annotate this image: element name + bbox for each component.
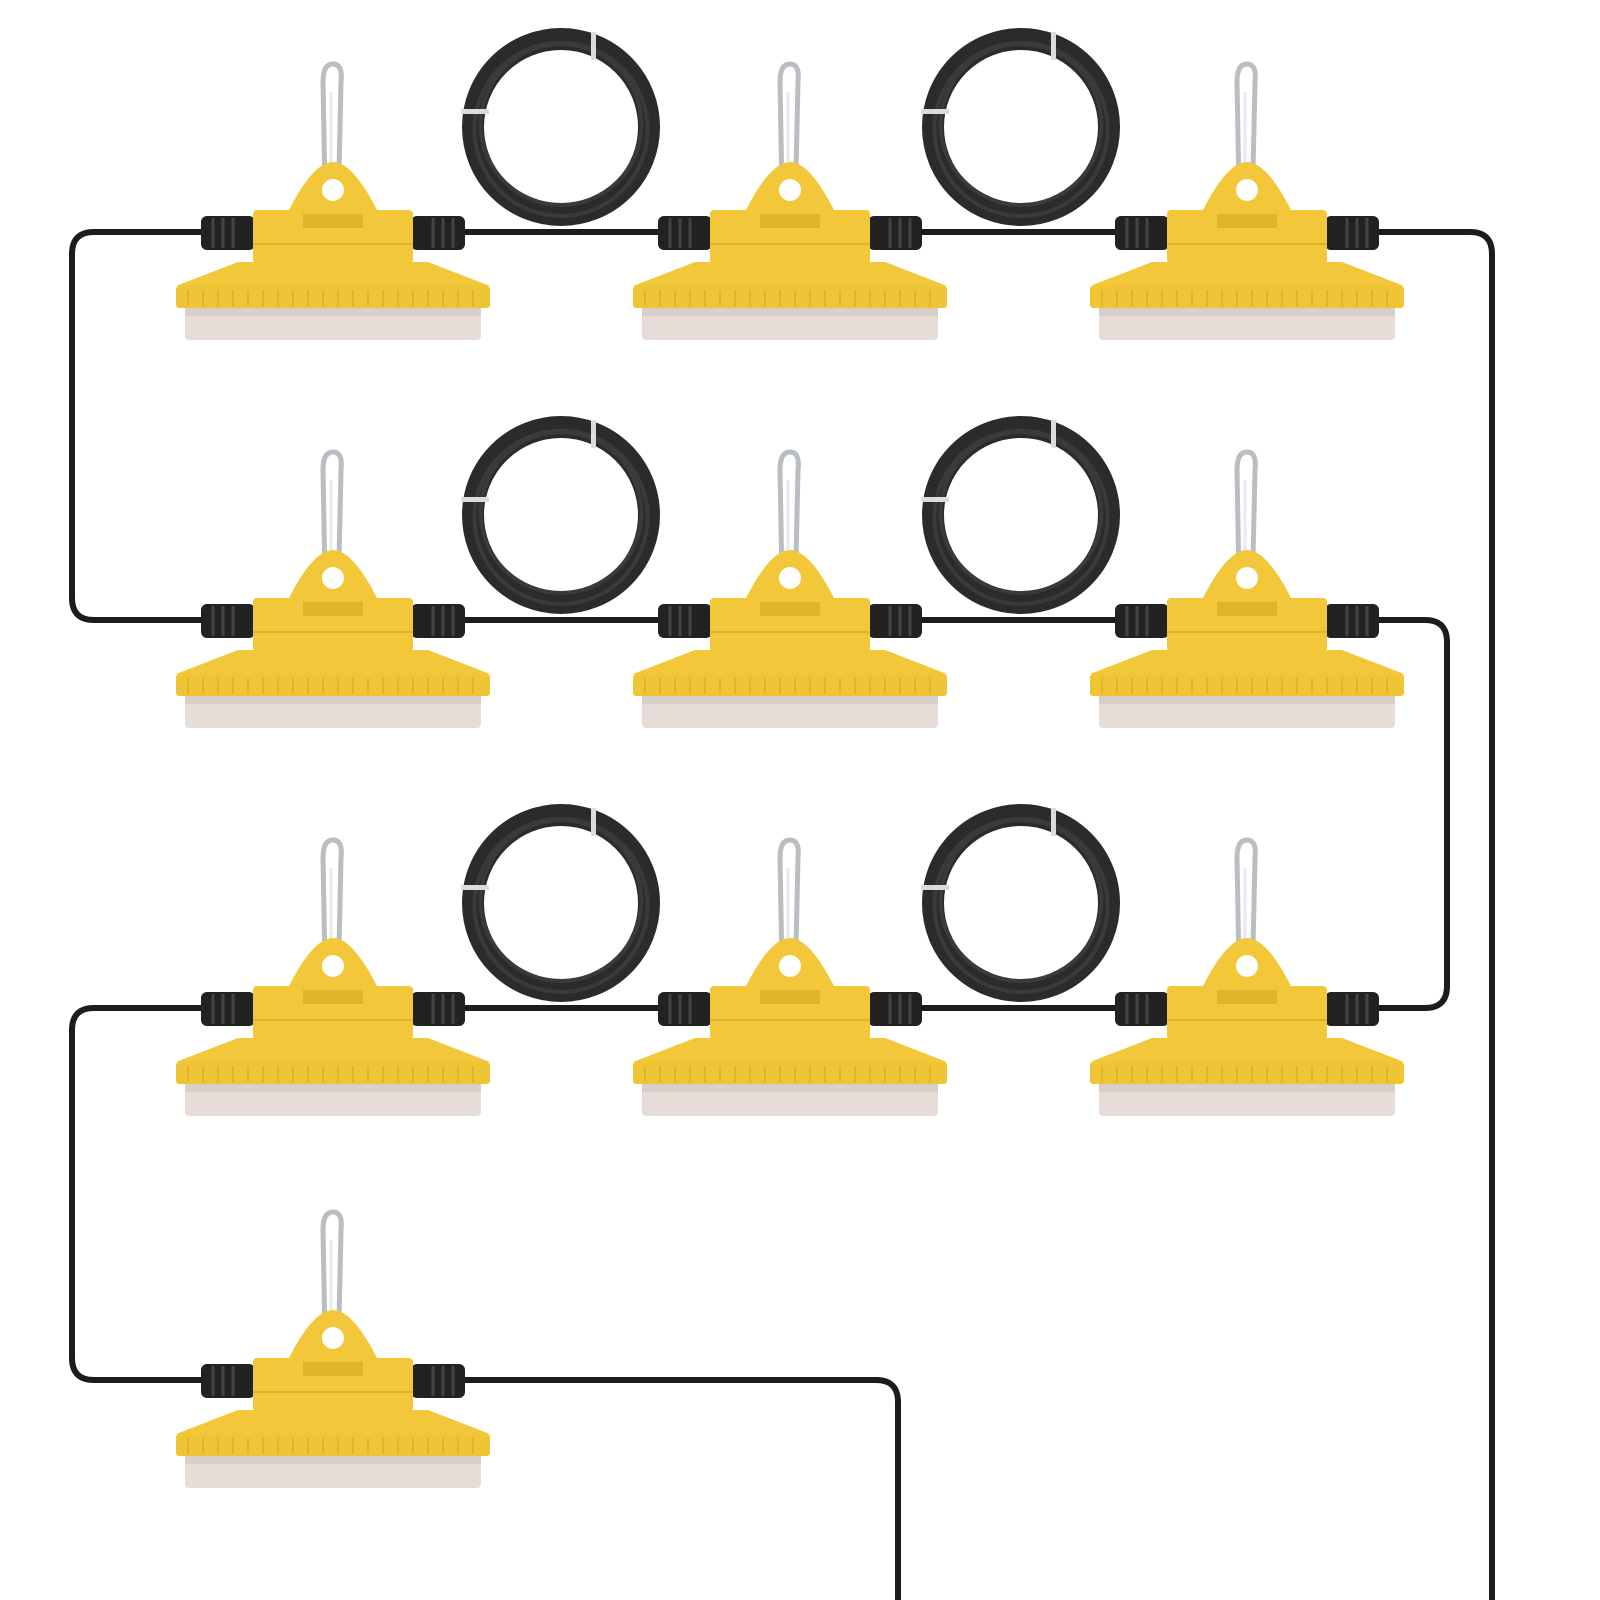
- power-cable: [69, 229, 1495, 1600]
- cable-coil: [921, 28, 1120, 226]
- work-light-lamp: [176, 452, 490, 728]
- cable-coil: [461, 416, 660, 614]
- cable-coil: [461, 804, 660, 1002]
- work-light-lamp: [176, 840, 490, 1116]
- work-light-lamp: [1090, 840, 1404, 1116]
- cable-coil: [921, 416, 1120, 614]
- cable-coil: [461, 28, 660, 226]
- work-light-lamp: [633, 840, 947, 1116]
- work-light-lamp: [633, 64, 947, 340]
- work-light-lamp: [1090, 64, 1404, 340]
- work-light-lamp: [176, 64, 490, 340]
- work-light-lamp: [1090, 452, 1404, 728]
- work-light-lamp: [176, 1212, 490, 1488]
- work-light-lamp: [633, 452, 947, 728]
- cable-coil: [921, 804, 1120, 1002]
